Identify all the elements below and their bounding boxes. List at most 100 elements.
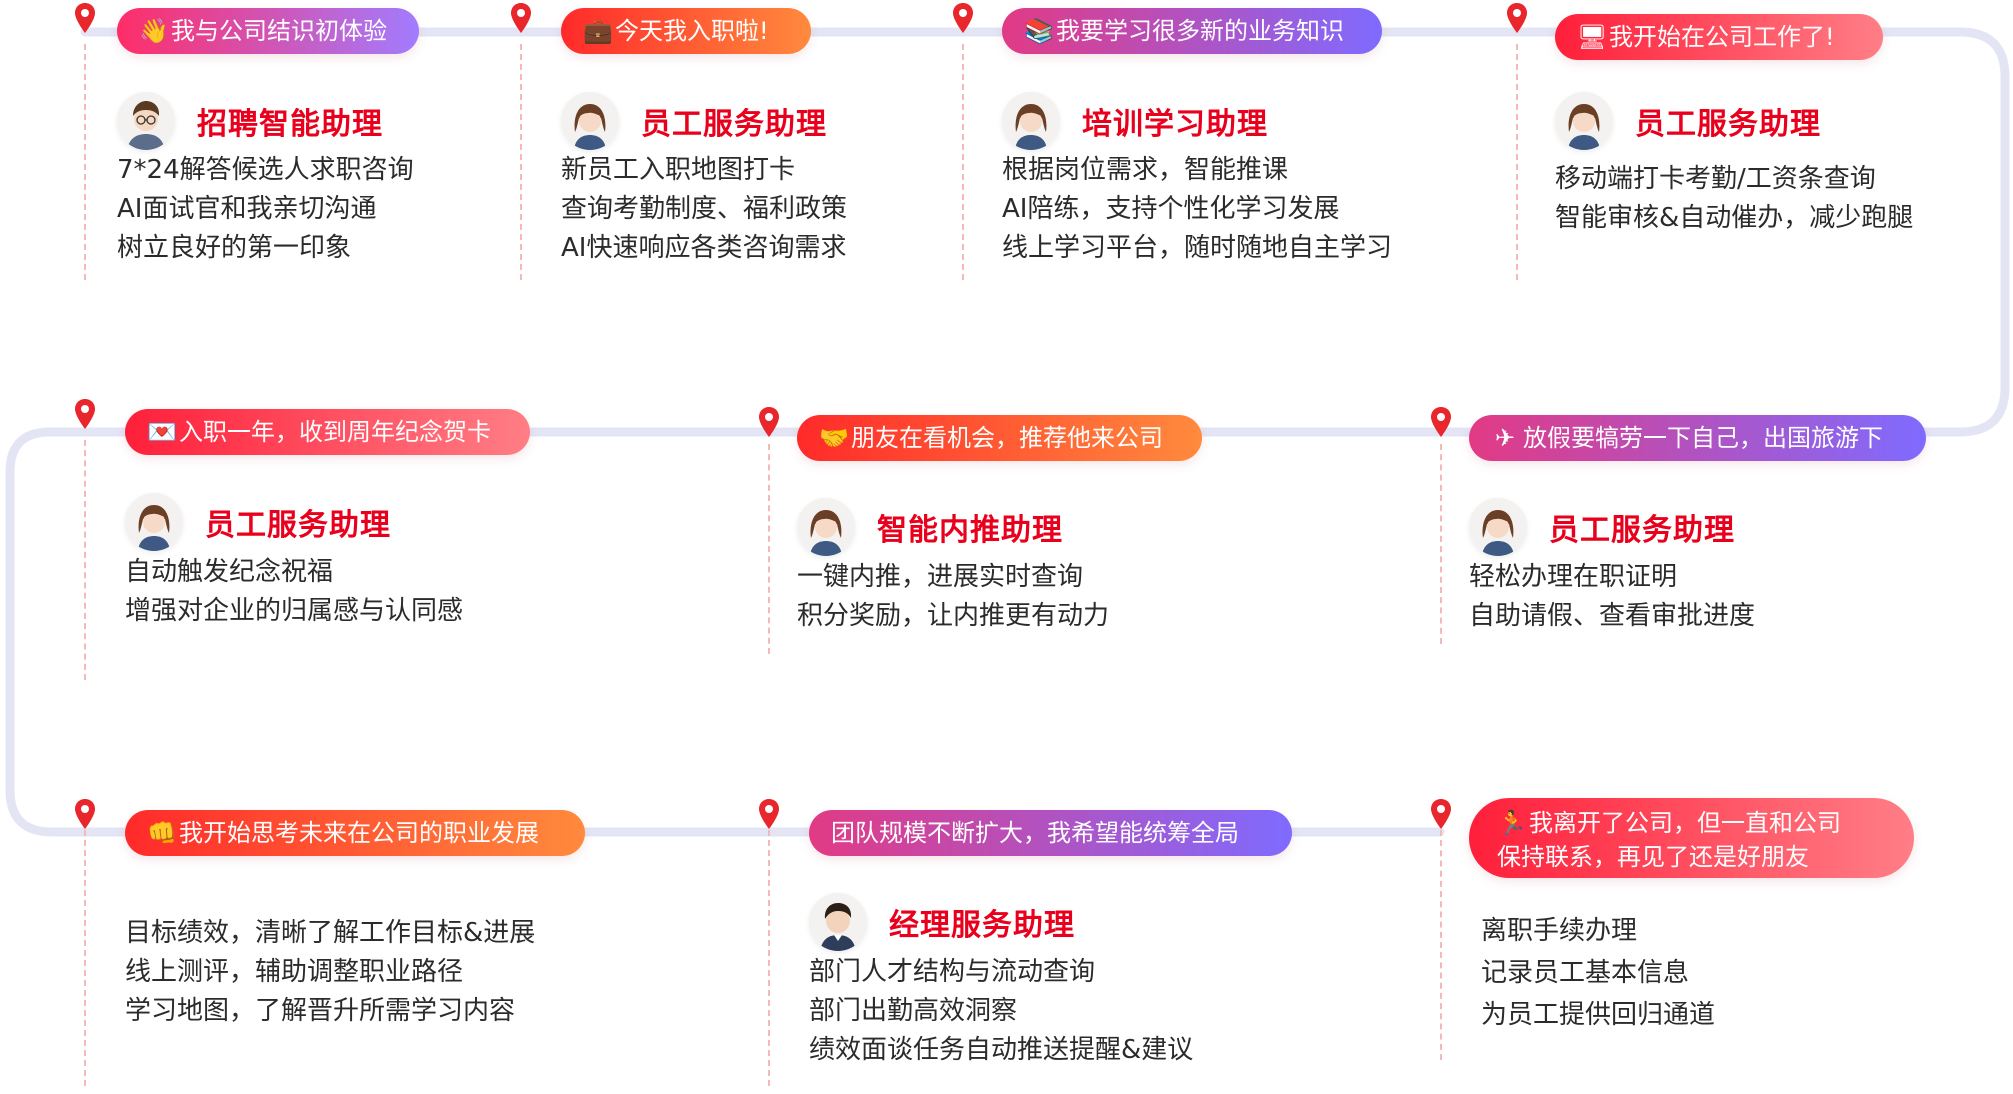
fist-bump-icon: 👊 (147, 819, 177, 847)
location-pin-icon (759, 799, 779, 829)
stage-divider (768, 830, 770, 1086)
stage-divider (962, 44, 964, 280)
stage-divider (1440, 444, 1442, 644)
stage-description: 7*24解答候选人求职咨询 AI面试官和我亲切沟通 树立良好的第一印象 (117, 151, 414, 268)
description-line: 移动端打卡考勤/工资条查询 (1555, 164, 1876, 194)
girl-avatar-icon (1002, 92, 1060, 150)
description-line: 记录员工基本信息 (1481, 958, 1690, 988)
stage-description: 目标绩效，清晰了解工作目标&进展 线上测评，辅助调整职业路径 学习地图，了解晋升… (125, 914, 535, 1031)
description-line: 新员工入职地图打卡 (561, 155, 796, 185)
stage-description: 离职手续办理 记录员工基本信息 为员工提供回归通道 (1481, 910, 1715, 1036)
description-line: 增强对企业的归属感与认同感 (125, 596, 464, 626)
description-line: 学习地图，了解晋升所需学习内容 (125, 996, 516, 1026)
stage-divider (84, 440, 86, 680)
waving-hand-icon: 👋 (139, 17, 169, 45)
description-line: 轻松办理在职证明 (1469, 562, 1678, 592)
description-line: AI陪练，支持个性化学习发展 (1002, 194, 1340, 224)
stage-label: 👋我与公司结识初体验 (117, 8, 419, 54)
description-line: 一键内推，进展实时查询 (797, 562, 1084, 592)
girl-avatar-icon (125, 493, 183, 551)
assistant-header: 招聘智能助理 (117, 92, 383, 150)
description-line: 自助请假、查看审批进度 (1469, 601, 1756, 631)
airplane-icon: ✈ (1494, 424, 1516, 452)
stage-divider (84, 44, 86, 280)
stage-description: 新员工入职地图打卡 查询考勤制度、福利政策 AI快速响应各类咨询需求 (561, 151, 847, 268)
girl-avatar-icon (797, 498, 855, 556)
stage-label: 团队规模不断扩大，我希望能统筹全局 (809, 810, 1292, 856)
girl-avatar-icon (1469, 498, 1527, 556)
assistant-header: 员工服务助理 (1555, 92, 1821, 150)
description-line: 智能审核&自动催办，减少跑腿 (1555, 203, 1914, 233)
stage-divider (1440, 830, 1442, 1060)
assistant-name: 经理服务助理 (889, 908, 1075, 943)
description-line: AI快速响应各类咨询需求 (561, 233, 847, 263)
assistant-name: 培训学习助理 (1082, 107, 1268, 142)
description-line: 线上学习平台，随时随地自主学习 (1002, 233, 1393, 263)
assistant-header: 经理服务助理 (809, 893, 1075, 951)
assistant-header: 培训学习助理 (1002, 92, 1268, 150)
stage-label: 💌入职一年，收到周年纪念贺卡 (125, 409, 530, 455)
stage-description: 一键内推，进展实时查询 积分奖励，让内推更有动力 (797, 558, 1109, 636)
love-letter-icon: 💌 (147, 418, 177, 446)
location-pin-icon (75, 399, 95, 429)
stage-label: 🏃我离开了公司，但一直和公司 保持联系，再见了还是好朋友 (1469, 798, 1914, 878)
stage-divider (84, 830, 86, 1086)
assistant-name: 招聘智能助理 (197, 107, 383, 142)
description-line: 部门出勤高效洞察 (809, 996, 1018, 1026)
stage-description: 自动触发纪念祝福 增强对企业的归属感与认同感 (125, 553, 463, 631)
description-line: 线上测评，辅助调整职业路径 (125, 957, 464, 987)
location-pin-icon (1507, 3, 1527, 33)
stage-divider (1516, 44, 1518, 280)
location-pin-icon (75, 799, 95, 829)
stage-description: 轻松办理在职证明 自助请假、查看审批进度 (1469, 558, 1755, 636)
location-pin-icon (759, 407, 779, 437)
boy-avatar-icon (809, 893, 867, 951)
girl-avatar-icon (561, 92, 619, 150)
description-line: 自动触发纪念祝福 (125, 557, 334, 587)
stage-label: 👊我开始思考未来在公司的职业发展 (125, 810, 585, 856)
assistant-name: 员工服务助理 (1635, 107, 1821, 142)
stage-description: 根据岗位需求，智能推课 AI陪练，支持个性化学习发展 线上学习平台，随时随地自主… (1002, 151, 1392, 268)
stage-description: 部门人才结构与流动查询 部门出勤高效洞察 绩效面谈任务自动推送提醒&建议 (809, 953, 1193, 1070)
location-pin-icon (511, 3, 531, 33)
stage-label: ✈放假要犒劳一下自己，出国旅游下 (1469, 415, 1926, 461)
stage-label: 🖥我开始在公司工作了! (1555, 14, 1883, 60)
running-person-icon: 🏃 (1497, 809, 1527, 837)
stage-description: 移动端打卡考勤/工资条查询 智能审核&自动催办，减少跑腿 (1555, 160, 1913, 238)
description-line: 树立良好的第一印象 (117, 233, 352, 263)
description-line: AI面试官和我亲切沟通 (117, 194, 377, 224)
description-line: 离职手续办理 (1481, 916, 1638, 946)
description-line: 7*24解答候选人求职咨询 (117, 155, 414, 185)
books-icon: 📚 (1024, 17, 1054, 45)
stage-label: 📚我要学习很多新的业务知识 (1002, 8, 1382, 54)
assistant-header: 员工服务助理 (125, 493, 391, 551)
stage-divider (768, 444, 770, 654)
description-line: 根据岗位需求，智能推课 (1002, 155, 1289, 185)
description-line: 为员工提供回归通道 (1481, 1000, 1716, 1030)
assistant-name: 员工服务助理 (205, 508, 391, 543)
stage-divider (520, 44, 522, 280)
description-line: 查询考勤制度、福利政策 (561, 194, 848, 224)
location-pin-icon (1431, 407, 1451, 437)
assistant-name: 员工服务助理 (1549, 513, 1735, 548)
girl-avatar-icon (1555, 92, 1613, 150)
location-pin-icon (1431, 799, 1451, 829)
description-line: 绩效面谈任务自动推送提醒&建议 (809, 1035, 1194, 1065)
desktop-computer-icon: 🖥 (1577, 23, 1608, 51)
description-line: 目标绩效，清晰了解工作目标&进展 (125, 918, 536, 948)
stage-label: 💼今天我入职啦! (561, 8, 811, 54)
description-line: 积分奖励，让内推更有动力 (797, 601, 1110, 631)
stage-label: 🤝朋友在看机会，推荐他来公司 (797, 415, 1202, 461)
assistant-name: 智能内推助理 (877, 513, 1063, 548)
location-pin-icon (75, 3, 95, 33)
description-line: 部门人才结构与流动查询 (809, 957, 1096, 987)
boy-glasses-avatar-icon (117, 92, 175, 150)
handshake-icon: 🤝 (819, 424, 849, 452)
assistant-header: 员工服务助理 (561, 92, 827, 150)
assistant-header: 员工服务助理 (1469, 498, 1735, 556)
briefcase-icon: 💼 (583, 17, 613, 45)
assistant-header: 智能内推助理 (797, 498, 1063, 556)
location-pin-icon (953, 3, 973, 33)
